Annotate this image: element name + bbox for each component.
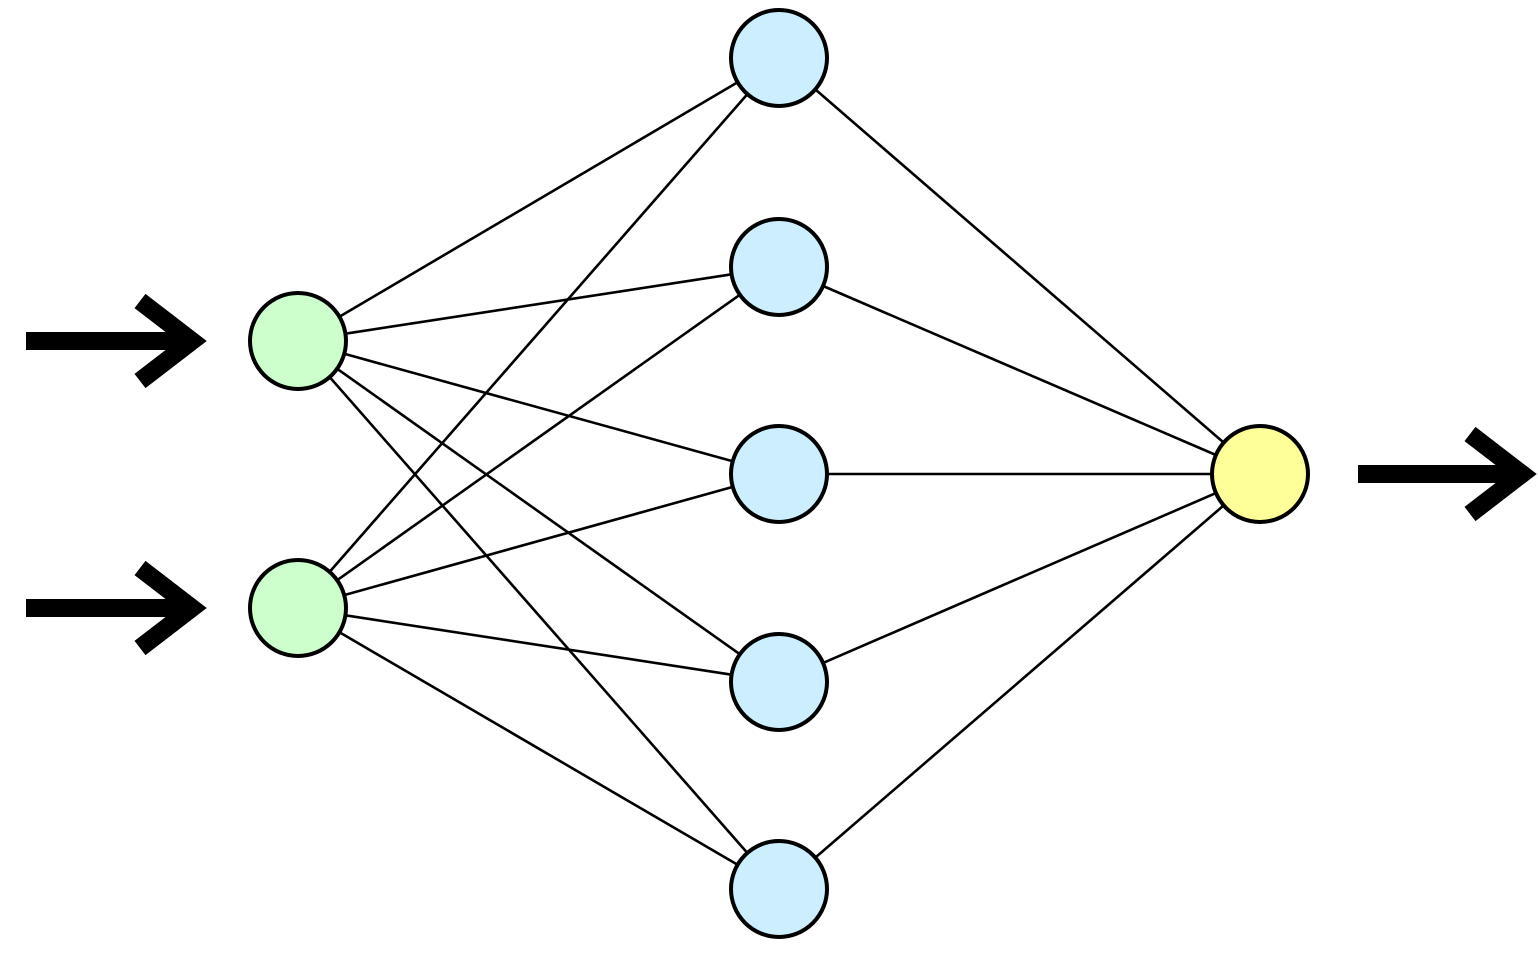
output-node-1 (1210, 424, 1310, 524)
edge-hidden-1-to-output-1 (814, 88, 1225, 444)
output-arrow-1-head (1464, 426, 1537, 522)
edge-input-1-to-hidden-4 (336, 367, 741, 656)
edge-input-1-to-hidden-5 (328, 376, 749, 854)
input-arrow-1 (26, 293, 207, 389)
edge-input-2-to-hidden-3 (343, 485, 734, 597)
output-arrow-1 (1358, 426, 1537, 522)
edge-input-1-to-hidden-1 (338, 81, 739, 318)
edge-input-2-to-hidden-1 (328, 93, 749, 573)
edge-input-1-to-hidden-3 (343, 352, 734, 463)
edge-input-2-to-hidden-5 (338, 631, 739, 866)
network-nodes (248, 8, 1310, 939)
hidden-node-3 (729, 424, 829, 524)
input-node-2 (248, 558, 348, 658)
input-arrow-2 (26, 560, 207, 656)
edge-input-2-to-hidden-2 (336, 293, 741, 582)
connection-edges (328, 81, 1225, 866)
hidden-node-5 (729, 839, 829, 939)
edge-input-1-to-hidden-2 (345, 273, 732, 335)
edge-hidden-5-to-output-1 (814, 504, 1225, 859)
hidden-node-4 (729, 632, 829, 732)
edge-input-2-to-hidden-4 (345, 614, 732, 676)
edge-hidden-4-to-output-1 (822, 491, 1217, 665)
input-arrow-2-head (134, 560, 207, 656)
hidden-node-1 (729, 8, 829, 108)
hidden-node-2 (729, 217, 829, 317)
input-node-1 (248, 291, 348, 391)
input-arrow-1-head (134, 293, 207, 389)
edge-hidden-2-to-output-1 (822, 284, 1217, 457)
io-arrows (26, 293, 1537, 656)
